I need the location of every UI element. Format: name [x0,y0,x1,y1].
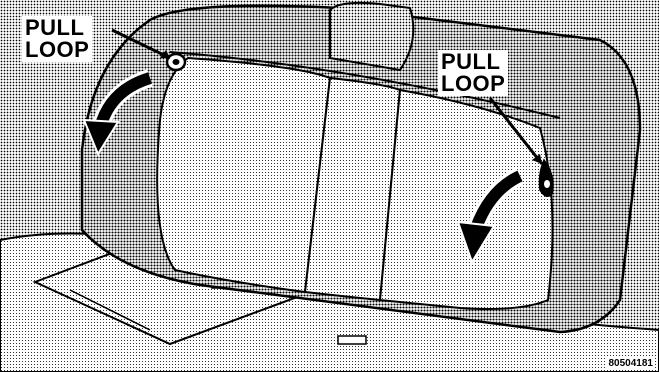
callout-line-2: LOOP [25,37,90,62]
right-callout-leader [488,97,544,165]
seatback-panel-right [378,88,554,310]
seatback-panel-left [156,56,332,294]
callout-line-1: PULL [441,49,501,74]
seat-belt-buckle [337,335,367,345]
pull-loop-icon [538,158,554,197]
fold-direction-arrow-icon [456,167,525,265]
fold-direction-arrow-icon [82,69,153,157]
callout-line-1: PULL [25,15,85,40]
callout-line-2: LOOP [441,71,506,96]
left-callout-leader [111,28,171,60]
pull-loop-callout-right: PULL LOOP [438,49,509,96]
pull-loop-icon [165,52,187,72]
pull-loop-callout-left: PULL LOOP [22,15,93,62]
figure-code: 80504181 [606,358,655,369]
